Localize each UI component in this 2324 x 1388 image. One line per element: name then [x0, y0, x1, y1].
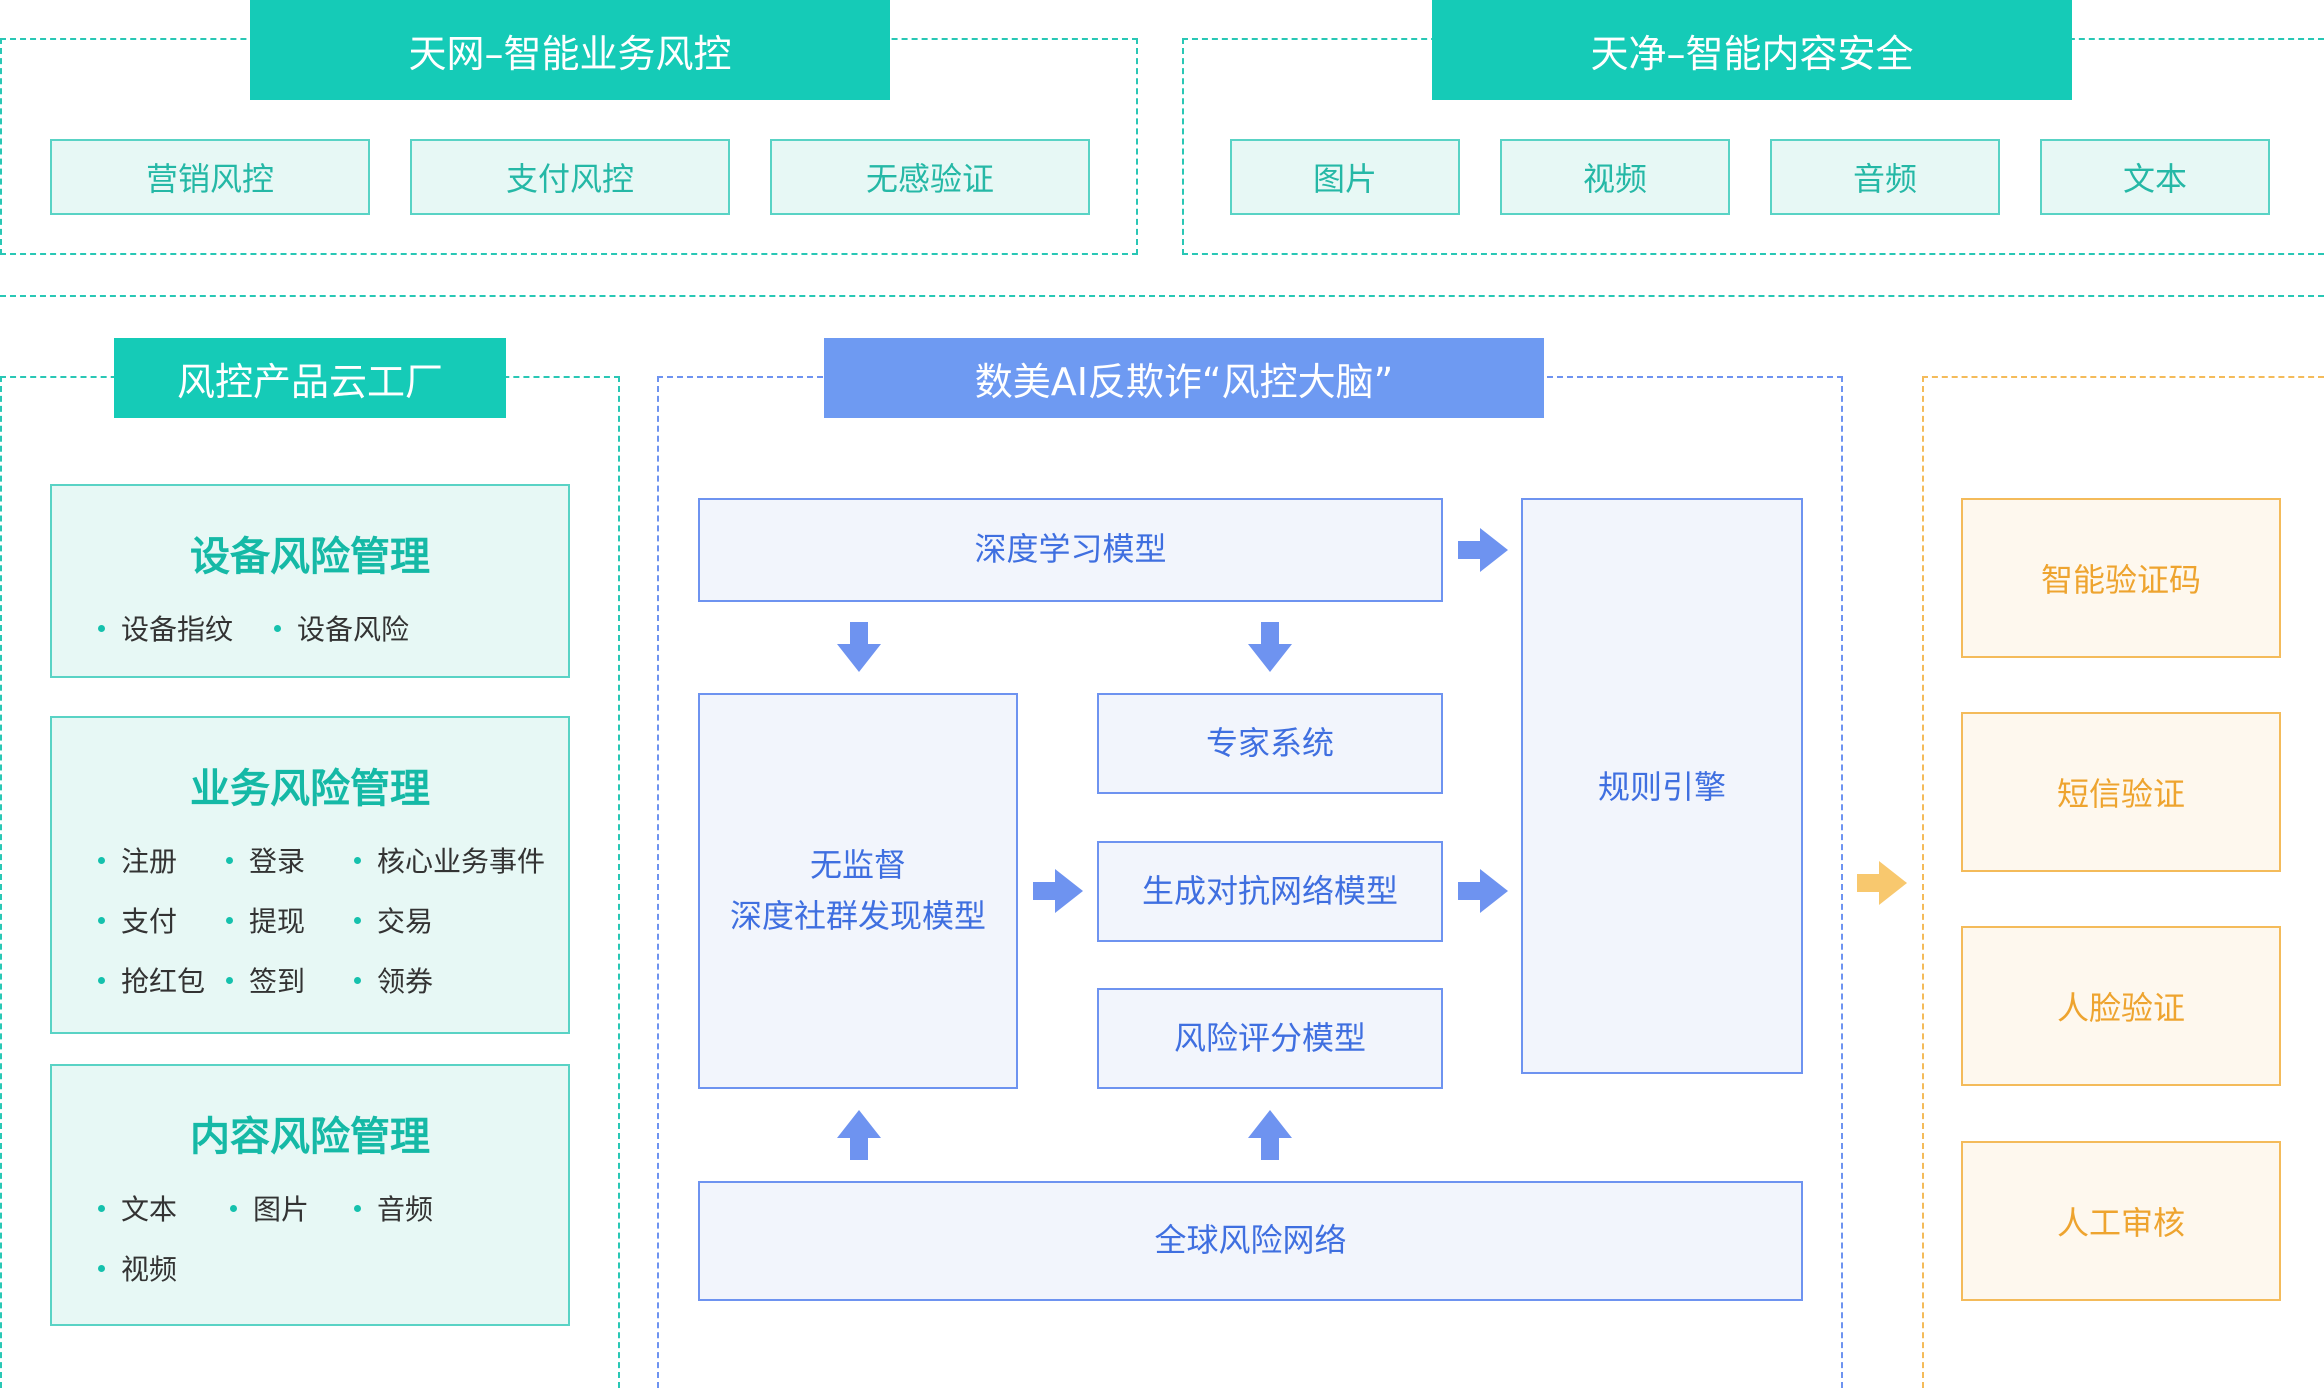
business-risk-item: 签到	[226, 960, 305, 1000]
arrow-right-icon	[1857, 861, 1907, 905]
content-risk-card: 内容风险管理 文本 图片 音频 视频	[50, 1064, 570, 1326]
tianwang-item-marketing[interactable]: 营销风控	[50, 139, 370, 215]
arrow-right-icon	[1033, 869, 1083, 913]
expert-system[interactable]: 专家系统	[1097, 693, 1443, 794]
unsupervised-model[interactable]: 无监督 深度社群发现模型	[698, 693, 1018, 1089]
rules-engine[interactable]: 规则引擎	[1521, 498, 1803, 1074]
gan-label: 生成对抗网络模型	[1141, 871, 1398, 910]
unsupervised-label-1: 无监督	[809, 845, 906, 884]
business-risk-title: 业务风险管理	[190, 766, 430, 812]
arrow-down-icon	[1248, 622, 1292, 672]
content-risk-item: 图片	[230, 1188, 309, 1228]
business-risk-item: 抢红包	[98, 960, 205, 1000]
device-risk-item: 设备风险	[274, 608, 409, 648]
rules-label: 规则引擎	[1597, 768, 1726, 806]
section-divider	[0, 295, 2324, 297]
content-risk-item: 视频	[98, 1248, 177, 1288]
arrow-up-icon	[837, 1110, 881, 1160]
unsupervised-label-2: 深度社群发现模型	[729, 897, 986, 935]
business-risk-item: 交易	[354, 900, 433, 940]
arrow-up-icon	[1248, 1110, 1292, 1160]
business-risk-item: 注册	[98, 840, 177, 880]
factory-title: 风控产品云工厂	[114, 338, 506, 418]
output-manual-review[interactable]: 人工审核	[1961, 1141, 2281, 1301]
device-risk-card: 设备风险管理 设备指纹 设备风险	[50, 484, 570, 678]
business-risk-card: 业务风险管理 注册 登录 核心业务事件 支付 提现 交易 抢红包 签到 领券	[50, 716, 570, 1034]
device-risk-title: 设备风险管理	[190, 534, 430, 580]
output-sms-verify[interactable]: 短信验证	[1961, 712, 2281, 872]
content-risk-item: 文本	[98, 1188, 177, 1228]
content-risk-title: 内容风险管理	[190, 1114, 430, 1160]
tianwang-item-payment[interactable]: 支付风控	[410, 139, 730, 215]
arrow-right-icon	[1458, 869, 1508, 913]
risk-score-model[interactable]: 风险评分模型	[1097, 988, 1443, 1089]
tianjing-item-video[interactable]: 视频	[1500, 139, 1730, 215]
business-risk-item: 登录	[226, 840, 305, 880]
global-risk-network[interactable]: 全球风险网络	[698, 1181, 1803, 1301]
gan-model[interactable]: 生成对抗网络模型	[1097, 841, 1443, 942]
tianwang-title: 天网–智能业务风控	[250, 0, 890, 100]
deep-learning-label: 深度学习模型	[974, 530, 1167, 569]
brain-title: 数美AI反欺诈“风控大脑”	[824, 338, 1544, 418]
arrow-right-icon	[1458, 528, 1508, 572]
outputs-panel	[1922, 376, 2324, 1388]
deep-learning-model[interactable]: 深度学习模型	[698, 498, 1443, 602]
tianjing-item-audio[interactable]: 音频	[1770, 139, 2000, 215]
arrow-down-icon	[837, 622, 881, 672]
business-risk-item: 领券	[354, 960, 433, 1000]
output-face-verify[interactable]: 人脸验证	[1961, 926, 2281, 1086]
business-risk-item: 支付	[98, 900, 177, 940]
output-captcha[interactable]: 智能验证码	[1961, 498, 2281, 658]
tianjing-item-image[interactable]: 图片	[1230, 139, 1460, 215]
risk-score-label: 风险评分模型	[1173, 1018, 1366, 1057]
tianjing-title: 天净–智能内容安全	[1432, 0, 2072, 100]
expert-label: 专家系统	[1205, 723, 1334, 762]
business-risk-item: 核心业务事件	[354, 840, 545, 880]
tianjing-item-text[interactable]: 文本	[2040, 139, 2270, 215]
content-risk-item: 音频	[354, 1188, 433, 1228]
tianwang-item-verify[interactable]: 无感验证	[770, 139, 1090, 215]
global-network-label: 全球风险网络	[1154, 1221, 1347, 1260]
business-risk-item: 提现	[226, 900, 305, 940]
device-risk-item: 设备指纹	[98, 608, 233, 648]
